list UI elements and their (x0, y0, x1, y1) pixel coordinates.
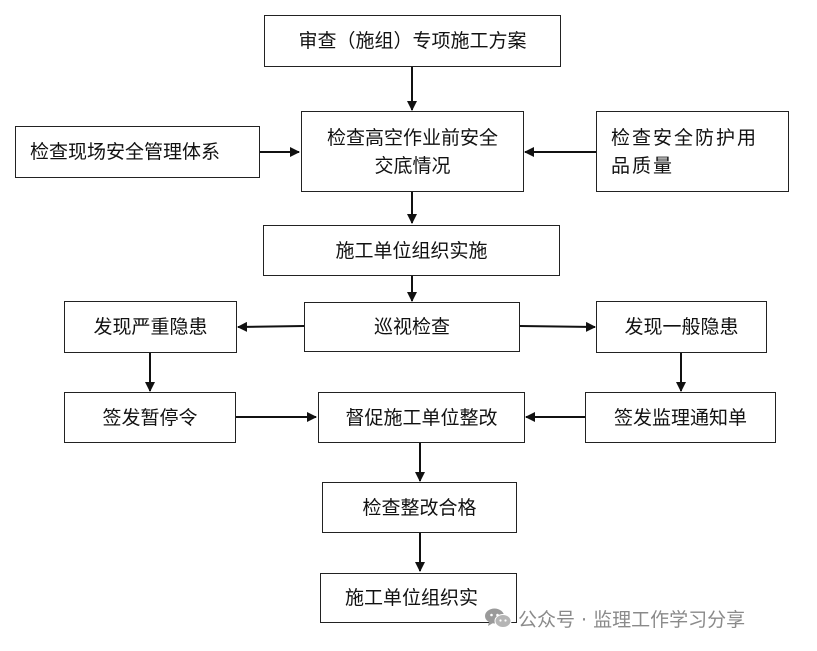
node-issue-notice: 签发监理通知单 (585, 392, 776, 443)
node-patrol-inspection: 巡视检查 (304, 302, 520, 352)
node-label: 发现一般隐患 (624, 316, 739, 338)
node-contractor-implements-2: 施工单位组织实 (320, 573, 517, 623)
node-check-safety-briefing: 检查高空作业前安全 交底情况 (301, 111, 524, 192)
node-general-hazard: 发现一般隐患 (596, 301, 767, 353)
node-check-protective-quality: 检查安全防护用 品质量 (596, 111, 789, 192)
node-urge-rectification: 督促施工单位整改 (318, 392, 525, 443)
node-check-site-system: 检查现场安全管理体系 (15, 126, 260, 178)
node-label: 检查现场安全管理体系 (30, 141, 221, 163)
node-label: 督促施工单位整改 (345, 406, 498, 429)
node-label: 检查整改合格 (362, 496, 477, 519)
watermark: 公众号 · 监理工作学习分享 (484, 604, 745, 632)
node-serious-hazard: 发现严重隐患 (64, 301, 237, 353)
arrow-patrol-to-serious (237, 321, 305, 332)
arrow-patrol-to-general (519, 321, 596, 332)
wechat-icon (485, 608, 512, 628)
node-label: 签发暂停令 (102, 406, 198, 429)
node-label: 发现严重隐患 (93, 316, 208, 338)
node-label: 检查高空作业前安全 交底情况 (326, 126, 498, 177)
node-review-plan: 审查（施组）专项施工方案 (264, 15, 561, 67)
watermark-text: 公众号 · 监理工作学习分享 (518, 608, 746, 631)
node-label: 施工单位组织实 (345, 587, 479, 609)
node-contractor-implements: 施工单位组织实施 (263, 225, 560, 276)
node-label: 审查（施组）专项施工方案 (298, 30, 527, 52)
node-label: 检查安全防护用 品质量 (611, 126, 759, 177)
node-label: 施工单位组织实施 (335, 239, 488, 262)
node-check-rectification-ok: 检查整改合格 (322, 482, 517, 533)
node-issue-stop-order: 签发暂停令 (64, 392, 236, 443)
node-label: 巡视检查 (373, 316, 450, 338)
node-label: 签发监理通知单 (613, 406, 747, 429)
